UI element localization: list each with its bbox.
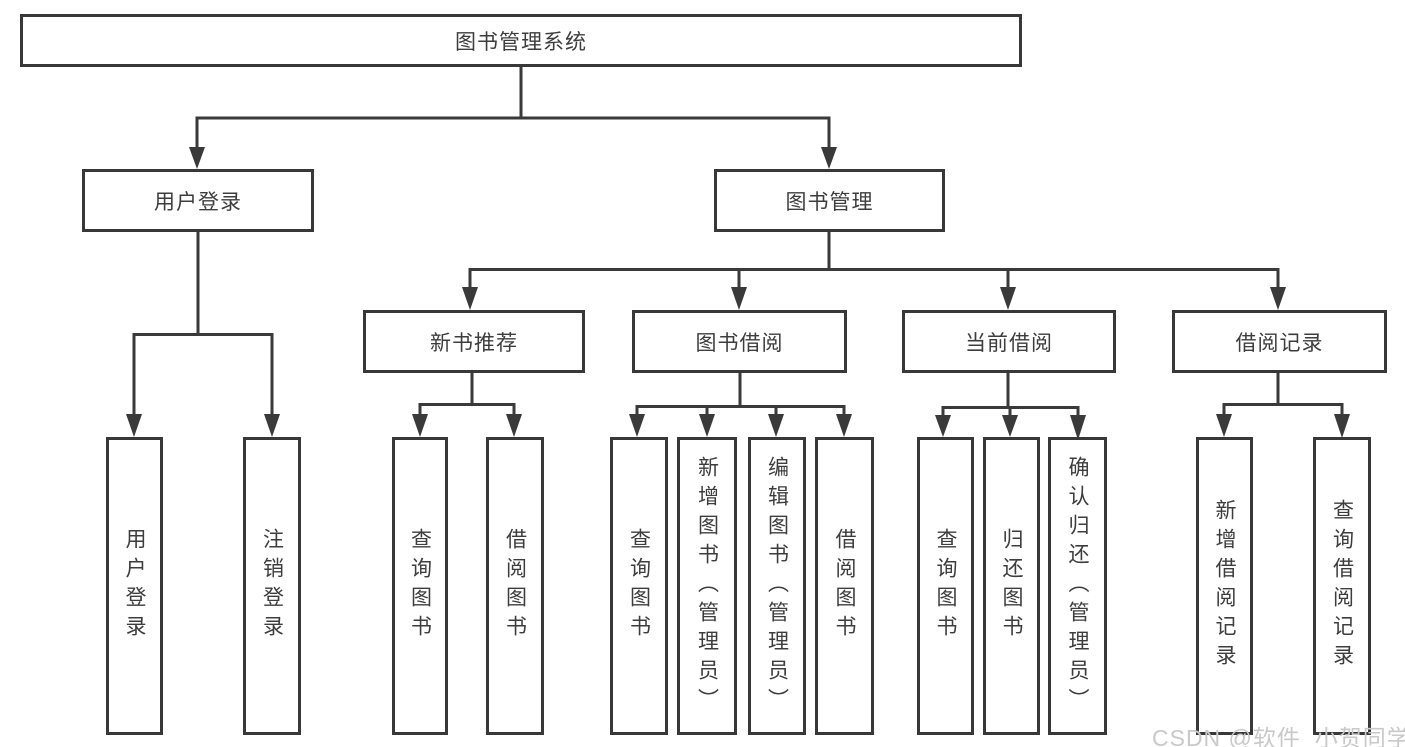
leaf-query-borrow-record: 查询借阅记录 (1313, 437, 1371, 735)
csdn-watermark: CSDN @软件_小贺同学 (1152, 725, 1405, 747)
node-new-book-recommend: 新书推荐 (363, 310, 585, 373)
leaf-borrow-book-label: 借阅图书 (503, 528, 527, 644)
connector-user-login-to-children (126, 232, 280, 437)
leaf-add-borrow-record: 新增借阅记录 (1196, 437, 1253, 735)
connector-root-to-level2 (189, 67, 837, 169)
leaf-add-book-admin: 新增图书（管理员） (677, 437, 737, 735)
connector-new-rec-to-children (412, 373, 522, 437)
connector-borrow-to-children (629, 373, 852, 437)
node-borrow-records-label: 借阅记录 (1235, 331, 1324, 355)
leaf-edit-book-admin-label: 编辑图书（管理员） (765, 455, 789, 717)
leaf-query-borrow-record-label: 查询借阅记录 (1330, 499, 1354, 673)
leaf-user-login: 用户登录 (106, 437, 163, 735)
connector-current-to-children (935, 373, 1086, 440)
leaf-borrow-book: 借阅图书 (486, 437, 544, 735)
leaf-logout-label: 注销登录 (260, 528, 284, 644)
node-book-borrow-label: 图书借阅 (695, 331, 784, 355)
leaf-query-book: 查询图书 (392, 437, 448, 735)
node-book-management: 图书管理 (714, 169, 945, 232)
node-current-borrow: 当前借阅 (902, 310, 1116, 373)
leaf-borrow-book: 借阅图书 (815, 437, 874, 735)
node-root: 图书管理系统 (20, 14, 1022, 67)
node-user-login: 用户登录 (82, 169, 314, 232)
leaf-return-book: 归还图书 (983, 437, 1040, 735)
leaf-confirm-return-admin-label: 确认归还（管理员） (1066, 455, 1089, 717)
node-borrow-records: 借阅记录 (1172, 310, 1387, 373)
node-book-borrow: 图书借阅 (632, 310, 847, 373)
node-new-book-recommend-label: 新书推荐 (430, 331, 518, 355)
leaf-user-login-label: 用户登录 (123, 528, 146, 644)
node-root-label: 图书管理系统 (455, 30, 587, 54)
leaf-add-book-admin-label: 新增图书（管理员） (695, 455, 719, 717)
leaf-return-book-label: 归还图书 (1000, 528, 1023, 644)
node-book-management-label: 图书管理 (785, 190, 874, 214)
leaf-add-borrow-record-label: 新增借阅记录 (1213, 499, 1236, 673)
leaf-query-book: 查询图书 (610, 437, 668, 735)
node-current-borrow-label: 当前借阅 (965, 331, 1053, 355)
leaf-query-book-label: 查询图书 (627, 528, 651, 644)
leaf-query-book-label: 查询图书 (934, 528, 957, 644)
node-user-login-label: 用户登录 (154, 190, 242, 214)
leaf-edit-book-admin: 编辑图书（管理员） (748, 437, 806, 735)
leaf-query-book: 查询图书 (917, 437, 974, 735)
connector-book-mgmt-to-level3 (462, 232, 1286, 310)
leaf-logout: 注销登录 (243, 437, 301, 735)
connector-records-to-children (1216, 373, 1350, 438)
leaf-borrow-book-label: 借阅图书 (833, 528, 856, 644)
leaf-query-book-label: 查询图书 (408, 528, 432, 644)
leaf-confirm-return-admin: 确认归还（管理员） (1048, 437, 1107, 735)
